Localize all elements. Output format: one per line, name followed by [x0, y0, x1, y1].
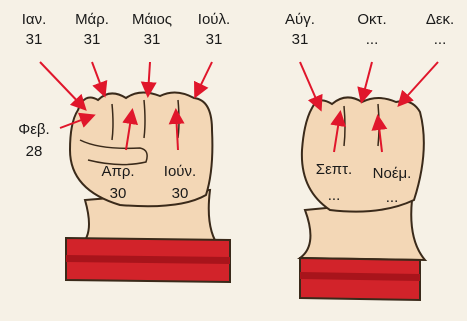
arrow-ioul [196, 62, 212, 95]
arrow-mar [92, 62, 104, 94]
label-ioul: Ιούλ. [198, 11, 230, 28]
days-sept: ... [328, 187, 341, 204]
label-okt: Οκτ. [357, 11, 386, 28]
label-ioun: Ιούν. [164, 163, 196, 180]
days-ian: 31 [26, 31, 43, 48]
label-feb: Φεβ. [18, 121, 49, 138]
arrow-dek [400, 62, 438, 104]
arrow-maios [148, 62, 150, 94]
label-apr: Απρ. [101, 163, 134, 180]
days-maios: 31 [144, 31, 161, 48]
arrow-okt [362, 62, 372, 100]
label-mar: Μάρ. [75, 11, 109, 28]
arrow-ian [40, 62, 84, 108]
days-apr: 30 [110, 185, 127, 202]
label-noem: Νοέμ. [373, 165, 412, 182]
left-fist [66, 92, 230, 282]
days-feb: 28 [26, 143, 43, 160]
days-dek: ... [434, 31, 447, 48]
label-ian: Ιαν. [22, 11, 47, 28]
days-mar: 31 [84, 31, 101, 48]
label-aug: Αύγ. [285, 11, 315, 28]
days-aug: 31 [292, 31, 309, 48]
days-ioun: 30 [172, 185, 189, 202]
arrow-aug [300, 62, 320, 108]
label-sept: Σεπτ. [316, 161, 352, 178]
label-maios: Μάιος [132, 11, 172, 28]
right-fist [300, 97, 425, 300]
days-ioul: 31 [206, 31, 223, 48]
label-dek: Δεκ. [426, 11, 454, 28]
days-okt: ... [366, 31, 379, 48]
days-noem: ... [386, 189, 399, 206]
